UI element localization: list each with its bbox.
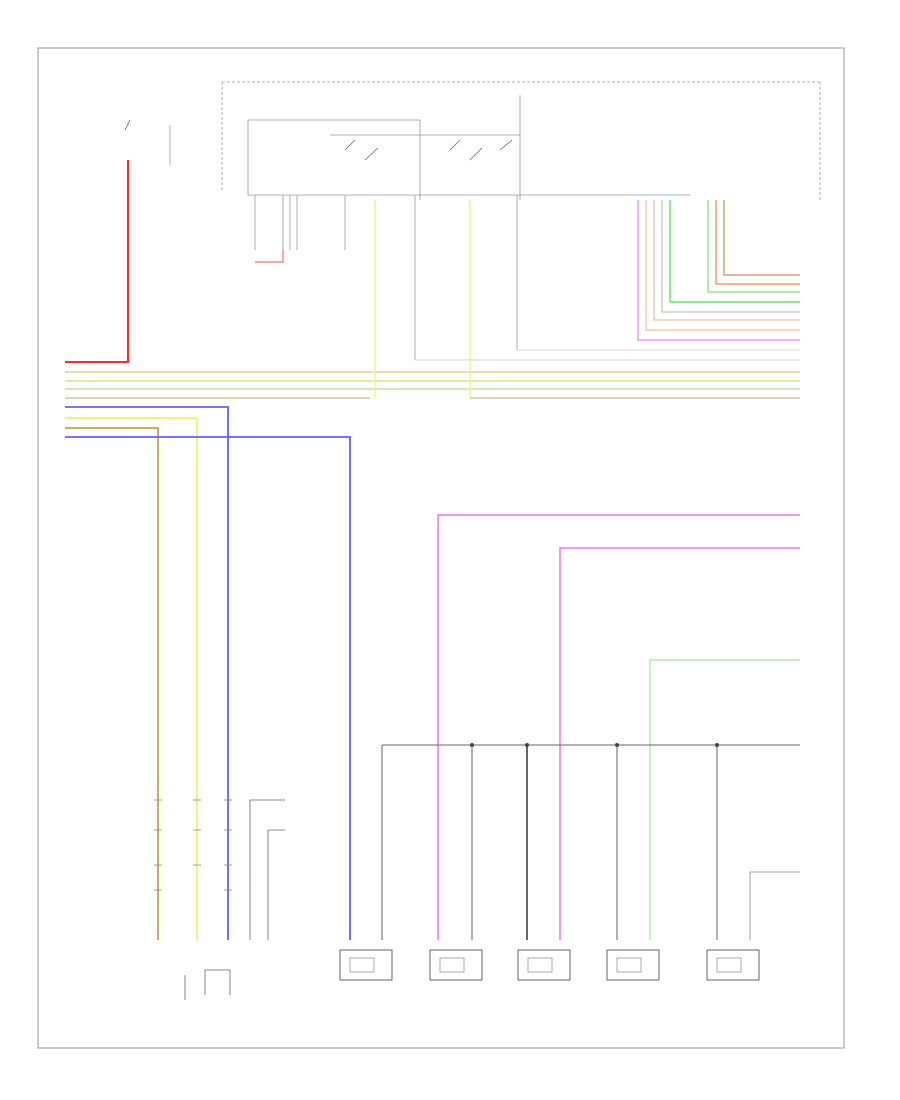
module-box-3	[517, 949, 571, 981]
module-box-4	[606, 949, 660, 981]
module-box-5	[706, 949, 760, 981]
gray-wires-right	[415, 349, 800, 361]
sensor-bracket	[184, 799, 285, 1000]
yellow-top-wire	[374, 200, 471, 398]
right-harness	[637, 200, 800, 341]
red-wires	[65, 160, 129, 363]
left-connector-ticks	[154, 799, 232, 891]
ground-splice-dots	[470, 743, 719, 747]
top-connector-stubs	[254, 195, 518, 360]
module-inner-icons	[349, 957, 742, 973]
module-box-2	[429, 949, 483, 981]
modules	[339, 949, 760, 981]
relay-box-lines	[169, 95, 690, 200]
green-wire	[649, 659, 800, 940]
horizontal-bus-wires	[65, 371, 800, 399]
red-short-wire	[255, 250, 284, 263]
relay-switches	[124, 119, 513, 161]
module-box-1	[339, 949, 393, 981]
ground-bus	[381, 744, 800, 940]
left-harness	[65, 406, 351, 940]
pink-wires	[437, 514, 800, 940]
module-5-wire	[749, 871, 800, 940]
diagram-frame	[37, 47, 845, 1049]
fuse-box-outline	[221, 81, 821, 200]
